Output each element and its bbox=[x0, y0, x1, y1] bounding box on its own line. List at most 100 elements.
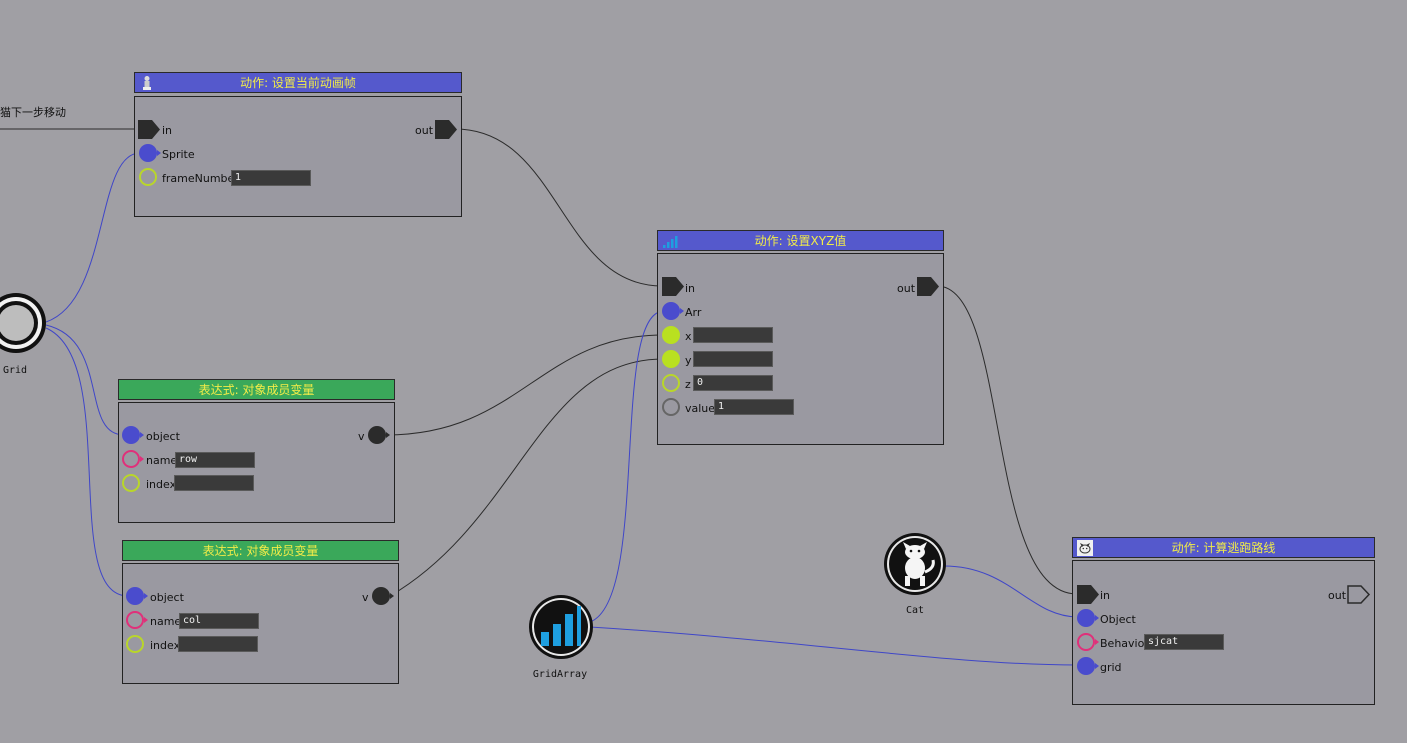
behavior-input[interactable]: sjcat bbox=[1144, 634, 1224, 650]
flow-out-label: out bbox=[415, 124, 434, 137]
object-port[interactable] bbox=[1077, 609, 1095, 627]
flow-in-port[interactable] bbox=[138, 120, 162, 139]
x-input[interactable] bbox=[693, 327, 773, 343]
z-input[interactable]: 0 bbox=[693, 375, 773, 391]
x-port[interactable] bbox=[662, 326, 680, 344]
cat-icon bbox=[884, 533, 946, 595]
data-wire-gridarray-to-grid bbox=[589, 626, 1079, 666]
x-label: x bbox=[685, 330, 692, 343]
flow-in-port[interactable] bbox=[662, 277, 686, 296]
grid-label: grid bbox=[1100, 661, 1122, 674]
name-label: name bbox=[150, 615, 182, 628]
arr-label: Arr bbox=[685, 306, 702, 319]
edge-caption: 猫下一步移动 bbox=[0, 106, 66, 119]
object-port[interactable] bbox=[126, 587, 144, 605]
index-input[interactable] bbox=[174, 475, 254, 491]
bar-chart-icon bbox=[663, 236, 678, 248]
flow-out-port[interactable] bbox=[1347, 585, 1371, 604]
gridarray-variable-label: GridArray bbox=[532, 669, 588, 680]
y-label: y bbox=[685, 354, 692, 367]
behavior-label: Behavior bbox=[1100, 637, 1149, 650]
v-output-label: v bbox=[358, 430, 365, 443]
name-input[interactable]: row bbox=[175, 452, 255, 468]
name-port-tip bbox=[140, 456, 144, 462]
index-label: index bbox=[146, 478, 177, 491]
node-body bbox=[118, 402, 395, 523]
flow-in-port[interactable] bbox=[1077, 585, 1101, 604]
data-wire-grid-to-col-object bbox=[45, 327, 129, 597]
frame-number-input[interactable]: 1 bbox=[231, 170, 311, 186]
pawn-icon bbox=[143, 76, 151, 90]
flow-out-label: out bbox=[897, 282, 916, 295]
name-label: name bbox=[146, 454, 178, 467]
behavior-port[interactable] bbox=[1077, 633, 1095, 651]
cat-icon bbox=[1077, 540, 1093, 556]
node-title: 表达式: 对象成员变量 bbox=[198, 383, 315, 397]
object-port[interactable] bbox=[122, 426, 140, 444]
object-port-tip bbox=[140, 432, 144, 438]
flow-in-label: in bbox=[685, 282, 696, 295]
node-title-bar[interactable]: 动作: 设置XYZ值 bbox=[657, 230, 944, 251]
index-input[interactable] bbox=[178, 636, 258, 652]
node-title-bar[interactable]: 动作: 设置当前动画帧 bbox=[134, 72, 462, 93]
object-label: object bbox=[146, 430, 180, 443]
frame-number-label: frameNumber bbox=[162, 172, 239, 185]
v-output-tip bbox=[386, 432, 390, 438]
bar-chart-icon bbox=[529, 595, 593, 659]
flow-in-label: in bbox=[1100, 589, 1111, 602]
node-title: 动作: 设置当前动画帧 bbox=[240, 76, 356, 90]
flow-out-port[interactable] bbox=[917, 277, 941, 296]
z-port[interactable] bbox=[662, 374, 680, 392]
flow-wire-xyz-to-escape bbox=[936, 285, 1078, 595]
name-port[interactable] bbox=[126, 611, 144, 629]
data-wire-grid-to-sprite bbox=[45, 152, 141, 323]
v-output-tip bbox=[390, 593, 394, 599]
z-label: z bbox=[685, 378, 691, 391]
v-output-port[interactable] bbox=[368, 426, 386, 444]
data-wire-grid-to-row-object bbox=[45, 324, 125, 436]
flow-out-port[interactable] bbox=[435, 120, 459, 139]
name-port[interactable] bbox=[122, 450, 140, 468]
y-port[interactable] bbox=[662, 350, 680, 368]
behavior-port-tip bbox=[1095, 639, 1099, 645]
frame-number-port[interactable] bbox=[139, 168, 157, 186]
object-port-tip bbox=[144, 593, 148, 599]
name-input[interactable]: col bbox=[179, 613, 259, 629]
data-wire-cat-to-object bbox=[943, 565, 1079, 618]
node-body bbox=[122, 563, 399, 684]
grid-variable-icon bbox=[0, 293, 46, 353]
node-title: 表达式: 对象成员变量 bbox=[202, 544, 319, 558]
value-port[interactable] bbox=[662, 398, 680, 416]
object-port-tip bbox=[1095, 615, 1099, 621]
node-title-bar[interactable]: 表达式: 对象成员变量 bbox=[118, 379, 395, 400]
grid-port-tip bbox=[1095, 663, 1099, 669]
grid-port[interactable] bbox=[1077, 657, 1095, 675]
index-label: index bbox=[150, 639, 181, 652]
data-wire-col-to-y bbox=[389, 358, 664, 597]
sprite-label: Sprite bbox=[162, 148, 195, 161]
sprite-port[interactable] bbox=[139, 144, 157, 162]
node-body bbox=[1072, 560, 1375, 705]
index-port[interactable] bbox=[122, 474, 140, 492]
value-label: value bbox=[685, 402, 716, 415]
index-port[interactable] bbox=[126, 635, 144, 653]
flow-wire-frame-to-xyz bbox=[454, 128, 663, 287]
value-input[interactable]: 1 bbox=[714, 399, 794, 415]
v-output-label: v bbox=[362, 591, 369, 604]
y-input[interactable] bbox=[693, 351, 773, 367]
node-title-bar[interactable]: 动作: 计算逃跑路线 bbox=[1072, 537, 1375, 558]
data-wire-row-to-x bbox=[385, 334, 664, 436]
node-title: 动作: 设置XYZ值 bbox=[754, 234, 847, 248]
node-body bbox=[134, 96, 462, 217]
data-wire-gridarray-to-arr bbox=[589, 310, 665, 623]
sprite-port-tip bbox=[157, 150, 161, 156]
arr-port-tip bbox=[680, 308, 684, 314]
node-title-bar[interactable]: 表达式: 对象成员变量 bbox=[122, 540, 399, 561]
flow-in-label: in bbox=[162, 124, 173, 137]
object-label: Object bbox=[1100, 613, 1136, 626]
v-output-port[interactable] bbox=[372, 587, 390, 605]
arr-port[interactable] bbox=[662, 302, 680, 320]
node-body bbox=[657, 253, 944, 445]
flow-out-label: out bbox=[1328, 589, 1347, 602]
grid-variable-label: Grid bbox=[2, 365, 28, 376]
